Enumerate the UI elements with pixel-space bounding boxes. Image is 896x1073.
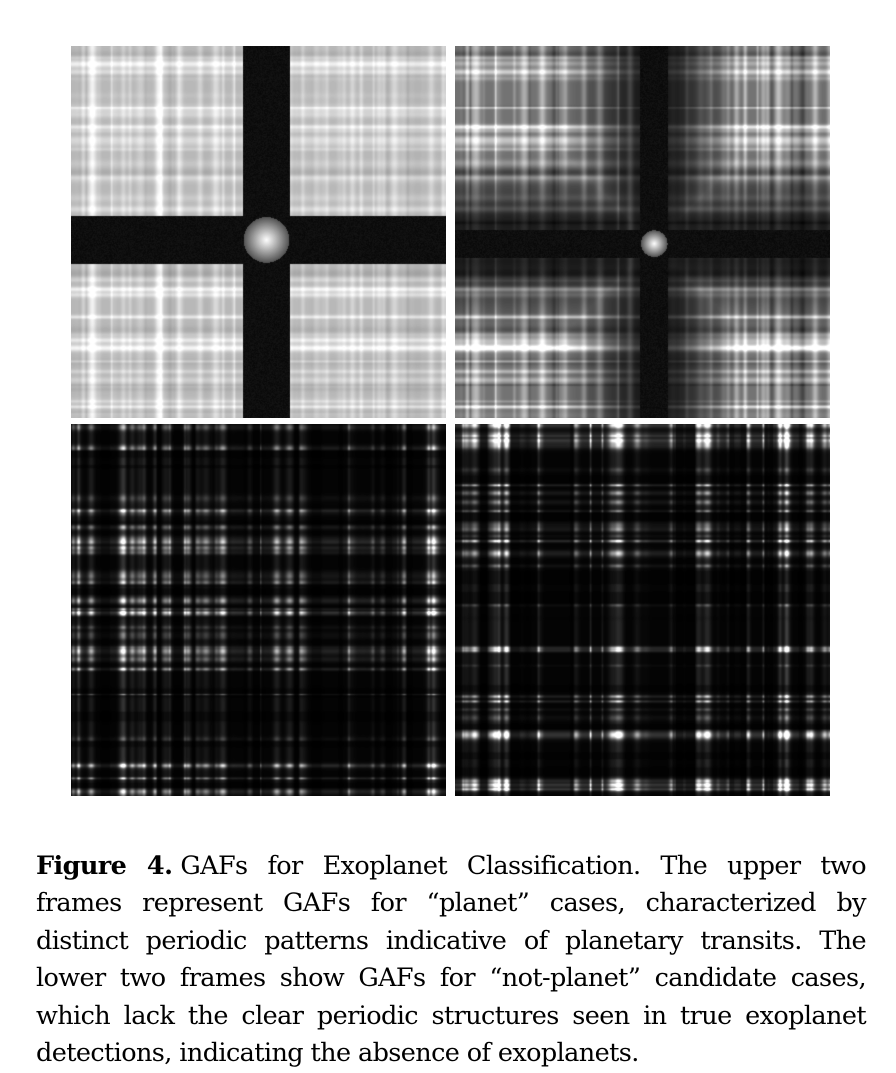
gaf-image-planet-1 [71, 46, 446, 418]
figure-label: Figure 4. [36, 851, 172, 881]
figure-caption: Figure 4.GAFs for Exoplanet Classificati… [36, 848, 866, 1073]
figure-caption-text: GAFs for Exoplanet Classification. The u… [36, 851, 866, 1069]
gaf-image-planet-2 [455, 46, 830, 418]
gaf-image-not-planet-1 [71, 424, 446, 796]
gaf-image-not-planet-2 [455, 424, 830, 796]
